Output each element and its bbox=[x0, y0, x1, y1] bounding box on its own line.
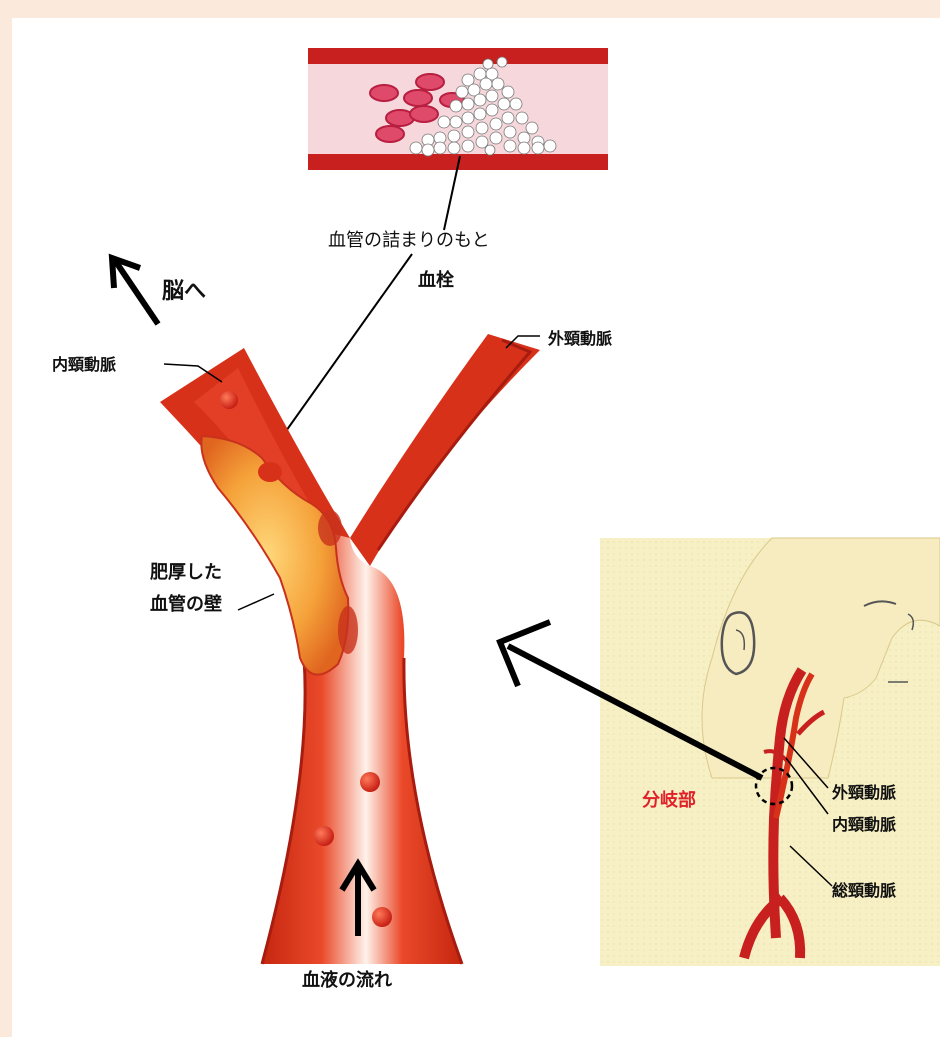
arrow-up-left-icon bbox=[112, 258, 158, 324]
to-brain-label: 脳へ bbox=[162, 279, 206, 304]
clot-in-vessel bbox=[258, 462, 282, 482]
bifurcation-label: 分岐部 bbox=[642, 789, 696, 811]
diagram-canvas: 血管の詰まりのもと 血栓 脳へ 内頸動脈 外頸動脈 肥厚した 血管の壁 血液の流… bbox=[12, 18, 940, 1037]
carotid-diagram: 血管の詰まりのもと 血栓 脳へ 内頸動脈 外頸動脈 肥厚した 血管の壁 血液の流… bbox=[12, 18, 940, 1037]
inset-common-label: 総頸動脈 bbox=[832, 881, 896, 900]
blood-flow-label: 血液の流れ bbox=[302, 969, 392, 991]
inset-internal-label: 内頸動脈 bbox=[832, 815, 896, 834]
thickened-wall-label-2: 血管の壁 bbox=[150, 593, 222, 615]
external-carotid-label: 外頸動脈 bbox=[547, 329, 612, 348]
thickened-wall-label-1: 肥厚した bbox=[149, 562, 222, 583]
vessel-wall-top bbox=[308, 48, 608, 64]
clot-name-label: 血栓 bbox=[418, 269, 454, 291]
internal-carotid-label: 内頸動脈 bbox=[52, 355, 116, 374]
inset-external-label: 外頸動脈 bbox=[831, 783, 896, 802]
clot-cause-label: 血管の詰まりのもと bbox=[328, 230, 490, 251]
carotid-artery bbox=[160, 334, 540, 964]
neck-inset bbox=[600, 538, 940, 966]
clot-closeup bbox=[308, 48, 608, 170]
external-carotid-branch bbox=[350, 334, 540, 566]
